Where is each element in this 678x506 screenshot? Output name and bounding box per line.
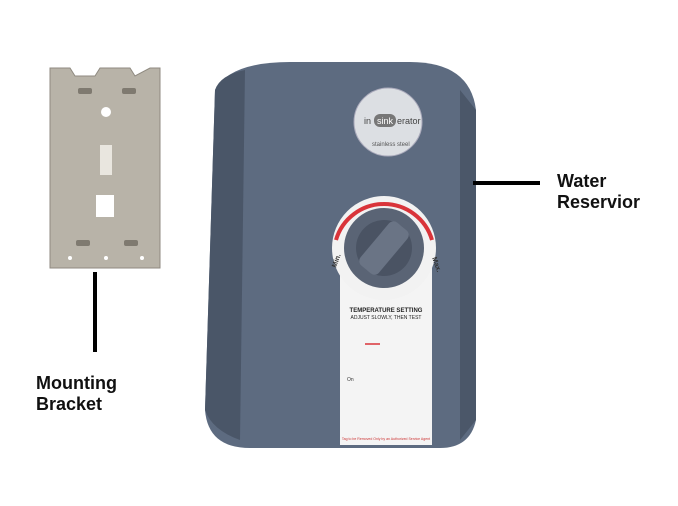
water-reservoir-label: Water Reservior [557,171,640,213]
mounting-bracket-label: Mounting Bracket [36,373,117,415]
logo-subtitle: stainless steel [372,142,410,148]
mounting-bracket-image [49,67,161,269]
water-reservoir-label-line2: Reservior [557,192,641,212]
dial-min-label: Min. [331,253,342,269]
dial-max-label: Max. [430,256,442,273]
card-footer: Tag to be Removed Only by an Authorized … [342,437,430,441]
card-title: TEMPERATURE SETTING [350,308,423,314]
card-subtitle: ADJUST SLOWLY, THEN TEST [351,315,422,321]
card-on-label: On [347,377,354,383]
mounting-bracket-label-line1: Mounting [36,373,117,393]
water-heater-image [205,62,476,448]
mounting-bracket-label-line2: Bracket [36,394,103,414]
logo-erator: erator [397,116,421,126]
logo-sink: sink [377,116,394,126]
water-reservoir-label-line1: Water [557,171,607,191]
logo-in: in [364,116,371,126]
